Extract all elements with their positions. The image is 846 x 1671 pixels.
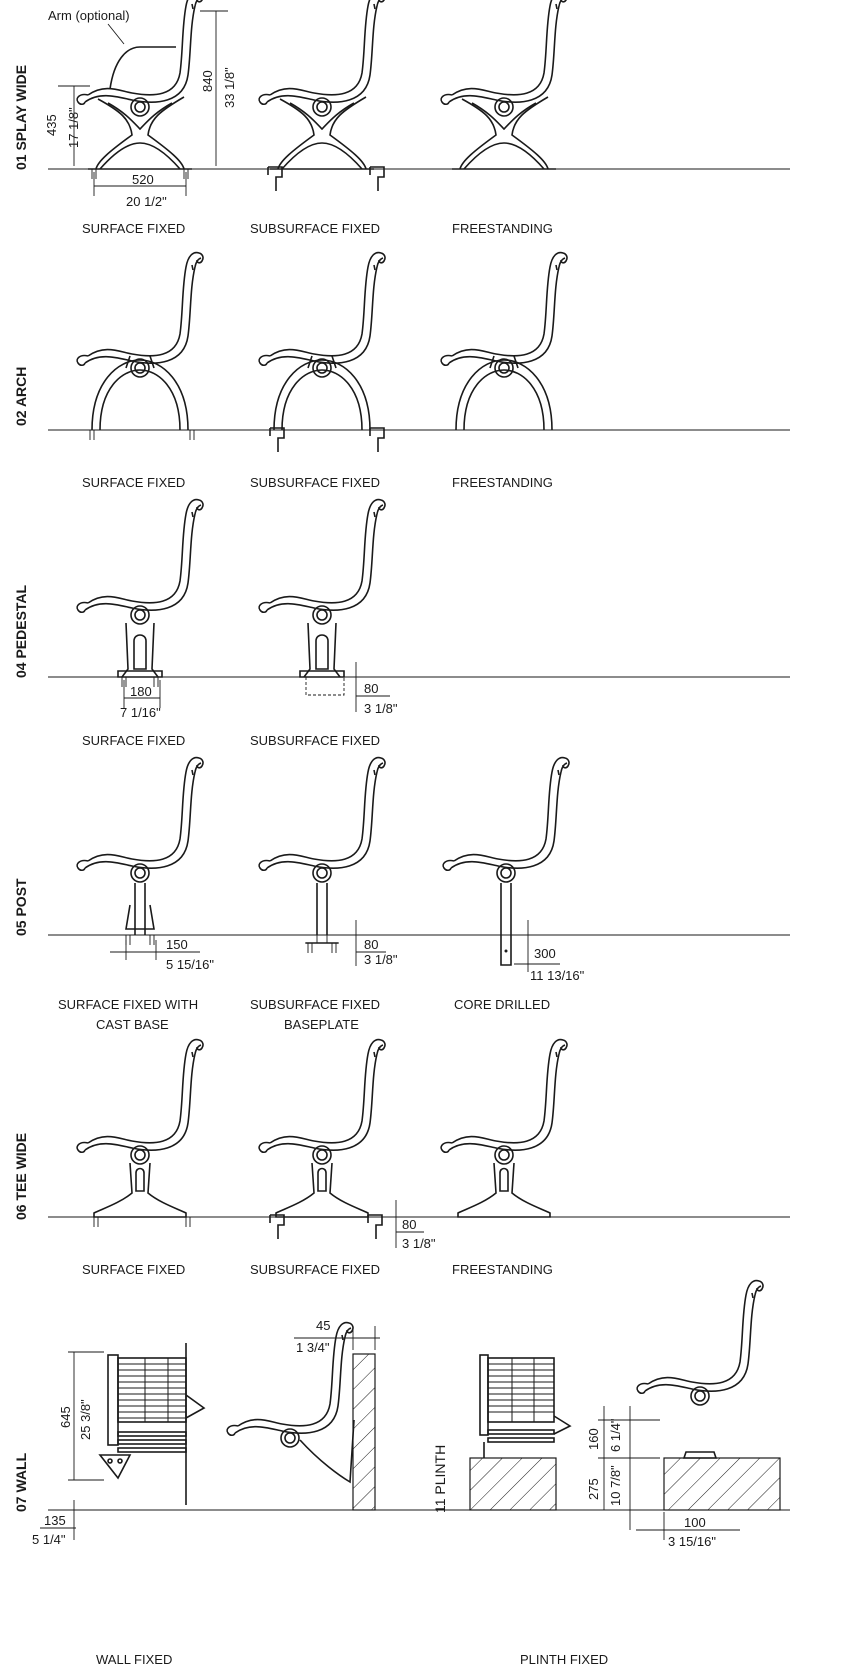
dim-offset-mm: 45 xyxy=(316,1318,330,1333)
row-05-post: 150 5 15/16" 80 3 1/8" 300 11 13/16" SUR… xyxy=(48,756,790,1032)
dim-c-mm: 100 xyxy=(684,1515,706,1530)
chair-post-castbase xyxy=(76,756,204,946)
label-surface-cast-1: SURFACE FIXED WITH xyxy=(58,997,198,1012)
row-title-01: 01 SPLAY WIDE xyxy=(13,65,29,170)
dim-a-in: 6 1/4" xyxy=(608,1418,623,1452)
dim-height-mm: 645 xyxy=(58,1406,73,1428)
dim-height-in: 33 1/8" xyxy=(222,67,237,108)
dim-height-mm: 840 xyxy=(200,70,215,92)
dim-c-in: 3 15/16" xyxy=(668,1534,716,1549)
row-title-11: 11 PLINTH xyxy=(432,1445,448,1513)
dim-ground-in: 5 1/4" xyxy=(32,1532,66,1547)
label-subsurface-2: BASEPLATE xyxy=(284,1017,359,1032)
chair-arch-subsurface xyxy=(258,251,386,453)
label-surface-fixed: SURFACE FIXED xyxy=(82,1262,185,1277)
dim-b-mm: 80 xyxy=(364,937,378,952)
label-plinth-fixed: PLINTH FIXED xyxy=(520,1652,608,1667)
dim-a-mm: 160 xyxy=(586,1428,601,1450)
row-11-plinth: 160 6 1/4" 275 10 7/8" 100 3 15/16" PLIN… xyxy=(469,1279,781,1667)
plinth-side-view: 160 6 1/4" 275 10 7/8" 100 3 15/16" xyxy=(586,1279,781,1549)
dim-a-in: 5 15/16" xyxy=(166,957,214,972)
label-subsurface-fixed: SUBSURFACE FIXED xyxy=(250,733,380,748)
dim-c-mm: 300 xyxy=(534,946,556,961)
chair-tee-subsurface xyxy=(258,1038,386,1240)
row-02-arch: SURFACE FIXED SUBSURFACE FIXED FREESTAND… xyxy=(48,251,790,490)
dim-c-in: 11 13/16" xyxy=(530,968,585,983)
label-freestanding: FREESTANDING xyxy=(452,221,553,236)
row-title-04: 04 PEDESTAL xyxy=(13,584,29,678)
label-surface-fixed: SURFACE FIXED xyxy=(82,475,185,490)
label-wall-fixed: WALL FIXED xyxy=(96,1652,172,1667)
dim-height-in: 25 3/8" xyxy=(78,1399,93,1440)
row-01-splay-wide: Arm (optional) 435 17 1/8" 840 33 1/8" 5… xyxy=(44,0,790,236)
dim-seat-mm: 435 xyxy=(44,114,59,136)
chair-freestanding xyxy=(440,0,568,170)
label-surface-fixed: SURFACE FIXED xyxy=(82,733,185,748)
dim-depth-in: 3 1/8" xyxy=(364,701,398,716)
plinth-front-view xyxy=(469,1354,572,1511)
label-surface-fixed: SURFACE FIXED xyxy=(82,221,185,236)
row-07-wall: 645 25 3/8" 45 1 3/4" 135 5 1/4" WALL FI… xyxy=(32,1318,790,1667)
label-surface-cast-2: CAST BASE xyxy=(96,1017,169,1032)
chair-post-core-drilled xyxy=(442,756,570,966)
dim-seat-in: 17 1/8" xyxy=(66,107,81,148)
chair-arch-surface xyxy=(76,251,204,441)
dim-base-in: 7 1/16" xyxy=(120,705,161,720)
dim-width-in: 20 1/2" xyxy=(126,194,167,209)
chair-tee-surface xyxy=(76,1038,204,1228)
chair-arch-freestanding xyxy=(440,251,568,431)
dim-depth-mm: 80 xyxy=(402,1217,416,1232)
label-subsurface-fixed: SUBSURFACE FIXED xyxy=(250,221,380,236)
chair-pedestal-surface xyxy=(76,498,204,688)
row-04-pedestal: 180 7 1/16" 80 3 1/8" SURFACE FIXED SUBS… xyxy=(48,498,790,748)
label-core-drilled: CORE DRILLED xyxy=(454,997,550,1012)
label-subsurface-fixed: SUBSURFACE FIXED xyxy=(250,475,380,490)
dim-b-mm: 275 xyxy=(586,1478,601,1500)
wall-front-view: 645 25 3/8" xyxy=(58,1343,206,1505)
wall-section xyxy=(352,1353,376,1511)
dim-width-mm: 520 xyxy=(132,172,154,187)
row-title-02: 02 ARCH xyxy=(13,367,29,426)
row-title-06: 06 TEE WIDE xyxy=(13,1133,29,1220)
dim-depth-mm: 80 xyxy=(364,681,378,696)
label-subsurface-1: SUBSURFACE FIXED xyxy=(250,997,380,1012)
chair-post-baseplate xyxy=(258,756,386,954)
arm-label: Arm (optional) xyxy=(48,8,130,23)
row-title-07: 07 WALL xyxy=(13,1452,29,1512)
row-06-tee-wide: 80 3 1/8" SURFACE FIXED SUBSURFACE FIXED… xyxy=(48,1038,790,1277)
chair-surface-fixed xyxy=(76,0,204,180)
chair-tee-freestanding xyxy=(440,1038,568,1218)
dim-b-in: 10 7/8" xyxy=(608,1465,623,1506)
dim-depth-in: 3 1/8" xyxy=(402,1236,436,1251)
wall-side-view: 45 1 3/4" xyxy=(226,1318,380,1511)
dim-offset-in: 1 3/4" xyxy=(296,1340,330,1355)
label-freestanding: FREESTANDING xyxy=(452,475,553,490)
chair-subsurface-fixed xyxy=(258,0,386,192)
chair-pedestal-subsurface xyxy=(258,498,386,696)
dim-ground-mm: 135 xyxy=(44,1513,66,1528)
row-title-05: 05 POST xyxy=(13,878,29,936)
dim-b-in: 3 1/8" xyxy=(364,952,398,967)
label-freestanding: FREESTANDING xyxy=(452,1262,553,1277)
dim-base-mm: 180 xyxy=(130,684,152,699)
dim-a-mm: 150 xyxy=(166,937,188,952)
label-subsurface-fixed: SUBSURFACE FIXED xyxy=(250,1262,380,1277)
